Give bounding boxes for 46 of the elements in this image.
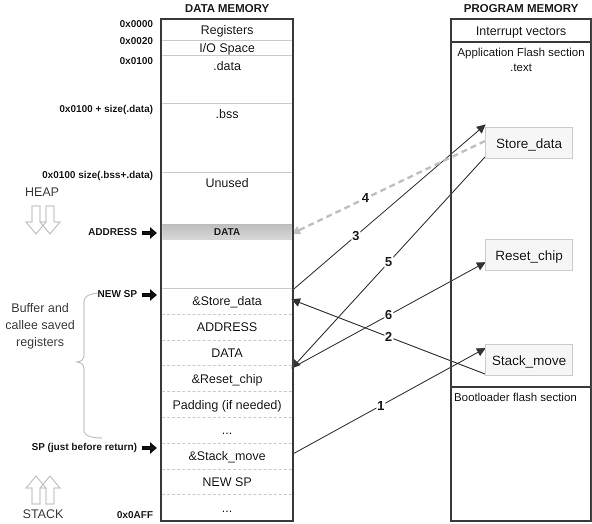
address-label: 0x0AFF (116, 509, 153, 523)
section-name: .text (510, 61, 532, 76)
function-box: Store_data (485, 127, 573, 159)
memory-row: &Stack_move (162, 442, 292, 469)
address-label: ADDRESS (88, 226, 137, 240)
address-label: 0x0020 (120, 35, 153, 49)
memory-row: &Store_data (162, 288, 292, 314)
edge-label: 3 (351, 228, 360, 243)
arrow (291, 156, 486, 369)
memory-row: Padding (if needed) (162, 391, 292, 417)
address-label: NEW SP (98, 288, 137, 302)
address-label: 0x0100 size(.bss+.data) (42, 169, 153, 183)
section-name: Application Flash section (457, 46, 585, 61)
memory-row: .bss (162, 103, 292, 172)
annotation-text: HEAP (24, 184, 60, 201)
memory-title: DATA MEMORY (184, 2, 270, 17)
memory-row: I/O Space (162, 40, 292, 55)
annotation-text: STACK (22, 506, 64, 523)
section-name: Bootloader flash section (454, 391, 577, 406)
memory-row: ... (162, 417, 292, 443)
memory-row: NEW SP (162, 468, 292, 494)
memory-row: ... (162, 494, 292, 520)
edge-label: 1 (376, 398, 386, 413)
arrow (292, 348, 486, 455)
memory-row: ADDRESS (162, 314, 292, 340)
annotation-text: Buffer and callee saved registers (4, 300, 76, 351)
address-label: 0x0100 + size(.data) (59, 103, 153, 117)
highlighted-memory-row: DATA (162, 224, 292, 240)
function-box: Reset_chip (485, 239, 573, 271)
memory-row: &Reset_chip (162, 365, 292, 392)
address-label: SP (just before return) (32, 441, 137, 455)
memory-row: Registers (162, 20, 292, 40)
address-label: 0x0100 (120, 55, 153, 69)
address-label: 0x0000 (120, 18, 153, 32)
memory-row: DATA (162, 340, 292, 366)
memory-row: Interrupt vectors (452, 20, 590, 41)
edge-label: 5 (384, 255, 394, 270)
memory-title: PROGRAM MEMORY (462, 2, 580, 17)
arrow (292, 124, 486, 292)
arrow (292, 262, 486, 368)
arrow (291, 298, 486, 374)
memory-row: .data (162, 55, 292, 103)
function-box: Stack_move (485, 344, 573, 376)
edge-label: 2 (384, 330, 394, 344)
arrow (291, 140, 486, 235)
edge-label: 6 (384, 308, 394, 322)
